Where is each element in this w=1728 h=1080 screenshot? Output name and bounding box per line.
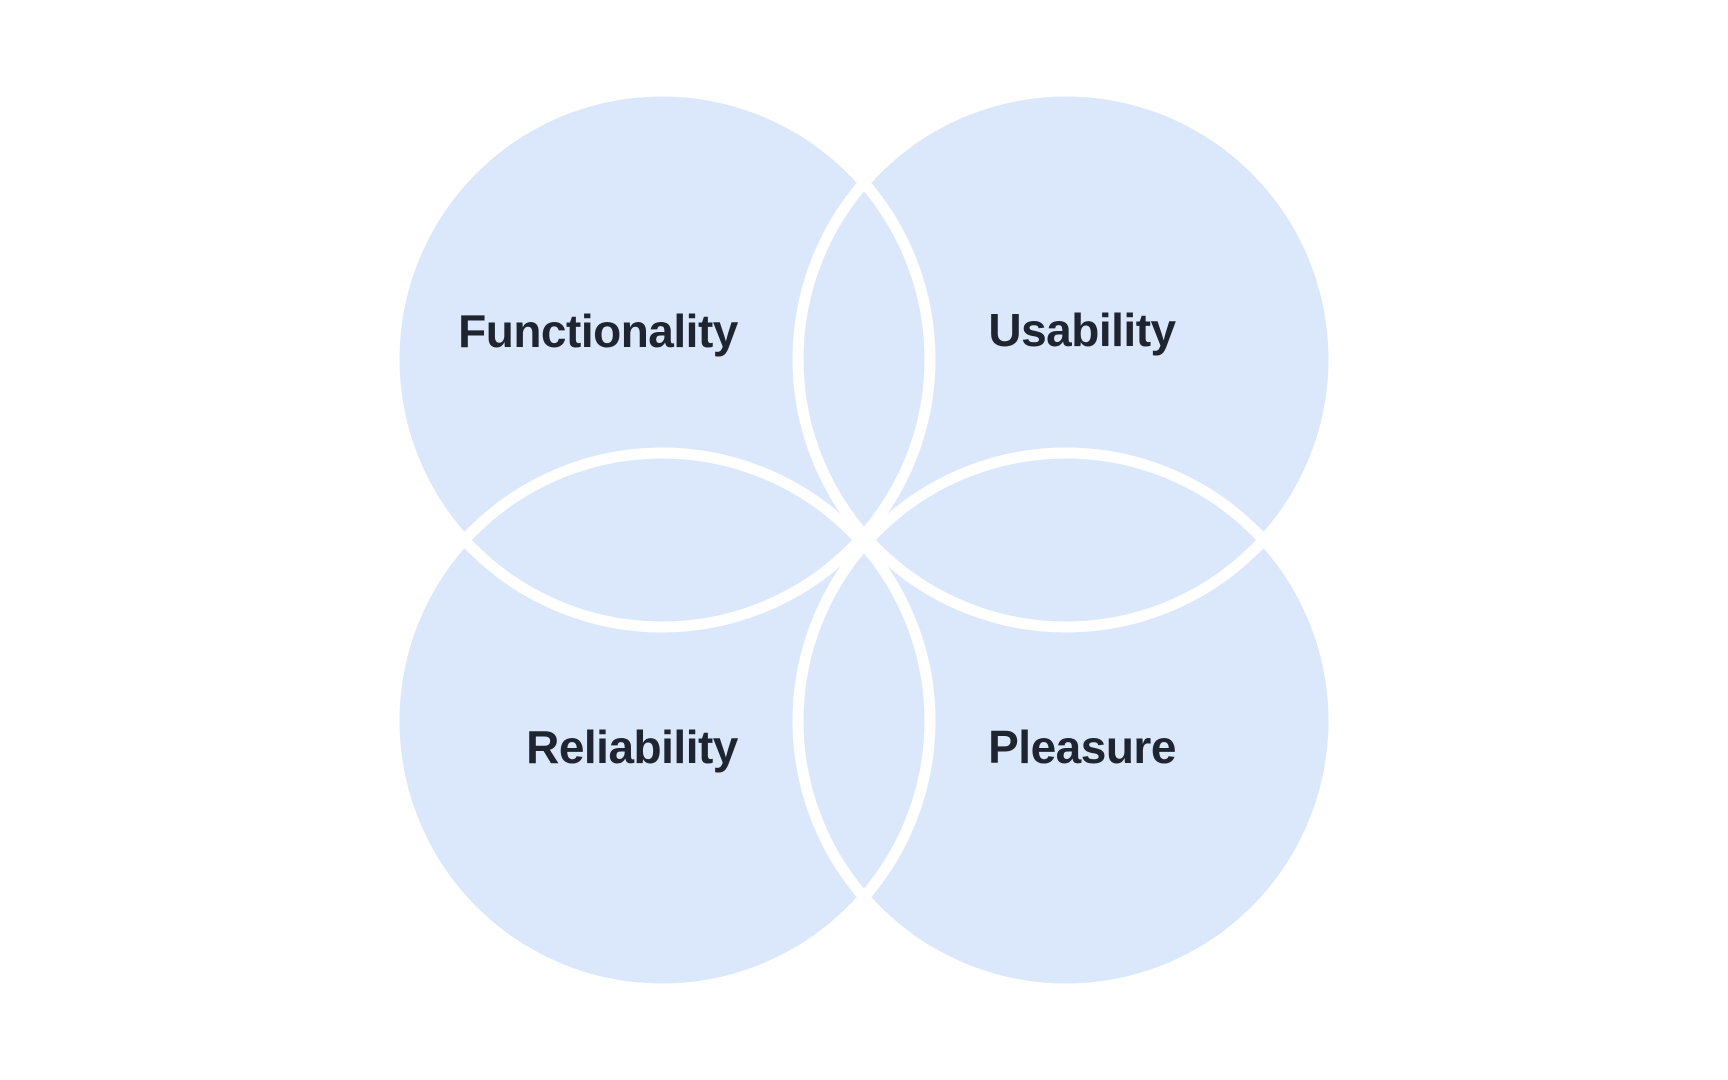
circle-outline-reliability [388,447,936,995]
circle-outlines [388,85,1340,995]
label-reliability: Reliability [526,721,738,773]
label-pleasure: Pleasure [988,721,1176,773]
label-usability: Usability [988,304,1176,356]
circle-outline-pleasure [792,447,1340,995]
circle-outline-usability [792,85,1340,633]
circle-outline-functionality [388,85,936,633]
label-functionality: Functionality [458,305,738,357]
